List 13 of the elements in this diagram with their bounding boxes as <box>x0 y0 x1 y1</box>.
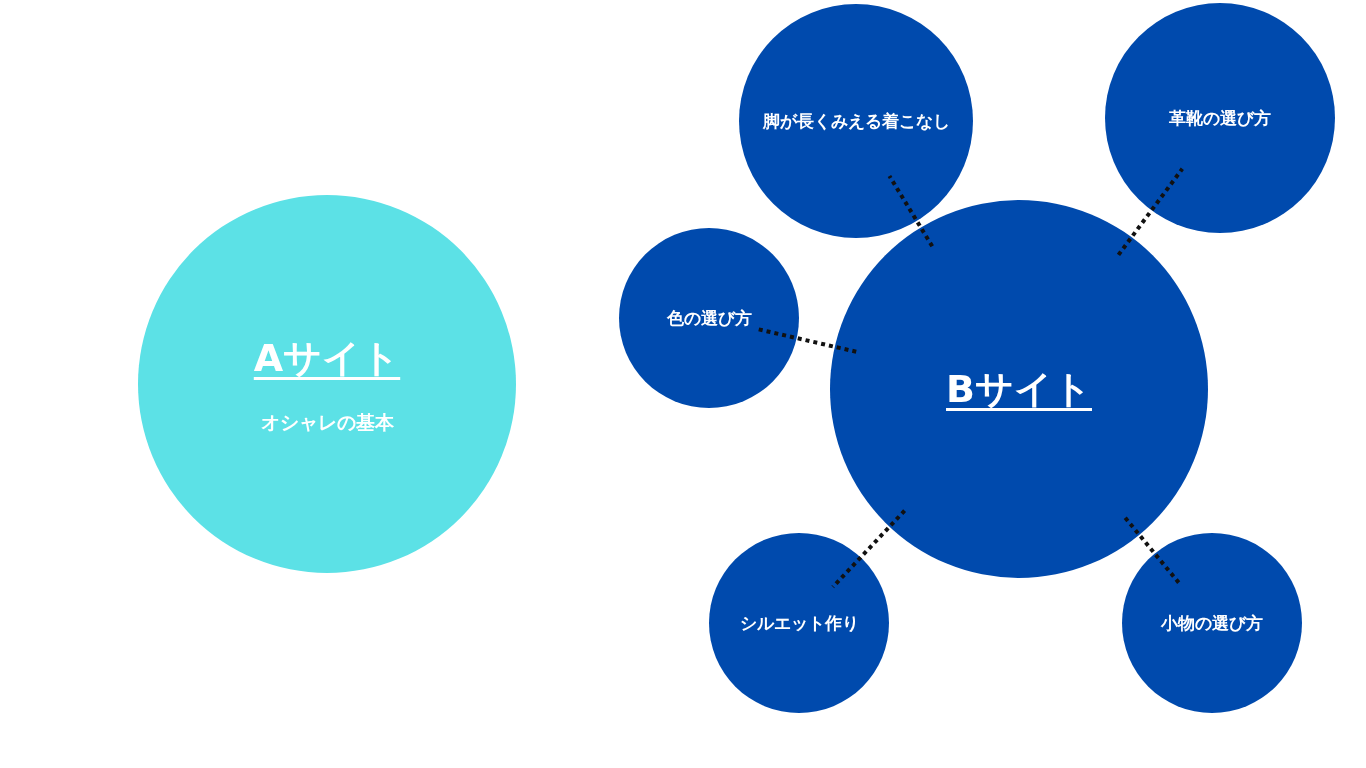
dotted-connector <box>887 174 934 248</box>
topic-label: 色の選び方 <box>666 306 752 330</box>
dotted-connector <box>1123 516 1183 587</box>
topic-label: 小物の選び方 <box>1161 611 1263 635</box>
site-title: Aサイト <box>253 334 401 382</box>
dotted-connector <box>756 327 857 354</box>
site-subtitle: オシャレの基本 <box>260 409 394 435</box>
dotted-connector <box>1116 167 1184 257</box>
topic-label: シルエット作り <box>739 611 859 635</box>
topic-label: 革靴の選び方 <box>1169 106 1271 130</box>
topic-label: 脚が長くみえる着こなし <box>762 109 950 133</box>
dotted-connector <box>831 509 907 589</box>
site-title: Bサイト <box>946 365 1092 413</box>
